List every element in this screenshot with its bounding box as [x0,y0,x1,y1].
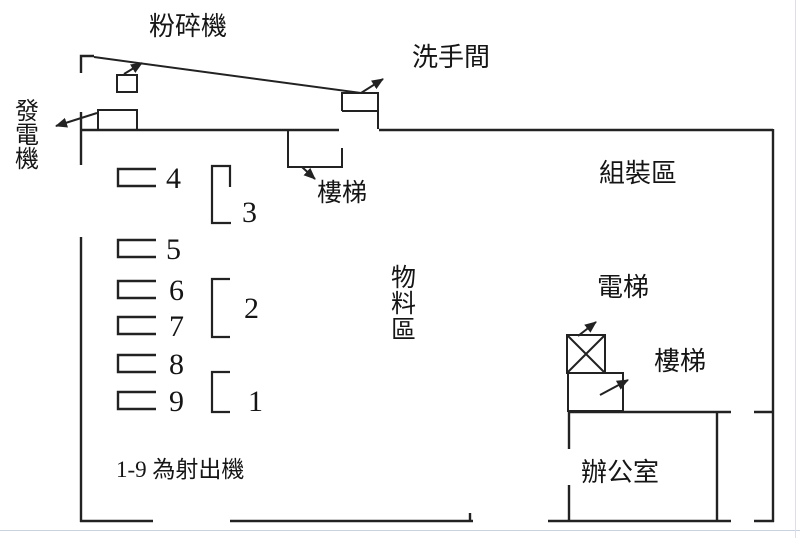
group-2-number: 2 [244,292,259,325]
group-1-number: 1 [248,385,263,418]
group-1-bracket [210,370,230,414]
machine-7-box [116,315,156,336]
arrow-to-elevator-label-icon [577,321,597,337]
washroom-box [341,92,379,129]
assembly-area-label: 組裝區 [599,159,678,188]
wall-bottom [80,513,774,523]
machine-4-box [116,167,156,188]
crusher-label: 粉碎機 [149,12,228,41]
walls [79,54,775,523]
stairs-right-label: 樓梯 [654,347,707,376]
office-label: 辦公室 [581,458,660,487]
crusher-box [116,74,138,93]
group-2-bracket [210,277,230,339]
injection-machines [116,167,156,411]
stairs-right-box [567,372,624,412]
page-edge-right [795,0,796,538]
wall-topleft-corner [79,54,94,73]
machine-6-box [116,279,156,300]
elevator-x-icon [566,334,606,374]
arrow-to-stairs-top-label-icon [301,166,316,180]
machine-9-box [116,390,156,411]
group-3-bracket [210,164,232,225]
generator-label: 發電機 [15,99,39,173]
stairs-top-label: 樓梯 [317,180,368,207]
arrow-to-generator-label-icon [55,112,98,128]
machine-6-number: 6 [169,274,184,307]
group-3-number: 3 [242,196,257,229]
arrow-to-washroom-icon [93,56,384,95]
machine-7-number: 7 [169,310,184,343]
arrow-to-crusher-label-icon [123,62,143,75]
generator-box [97,109,138,131]
legend-note: 1-9 為射出機 [116,457,245,482]
machine-9-number: 9 [169,385,184,418]
arrows [55,56,629,396]
washroom-label: 洗手間 [412,43,491,72]
stairs-top-box [287,130,343,168]
arrow-to-stairs-right-label-icon [599,379,629,396]
elevator-label: 電梯 [597,273,650,302]
machine-4-number: 4 [166,162,181,195]
group-brackets [210,164,232,414]
machine-5-number: 5 [166,233,181,266]
machine-5-box [116,238,156,259]
page-edge-bottom [0,530,800,531]
fixtures [97,74,624,412]
machine-8-number: 8 [169,348,184,381]
machine-8-box [116,353,156,374]
materials-area-label: 物料區 [390,265,416,344]
